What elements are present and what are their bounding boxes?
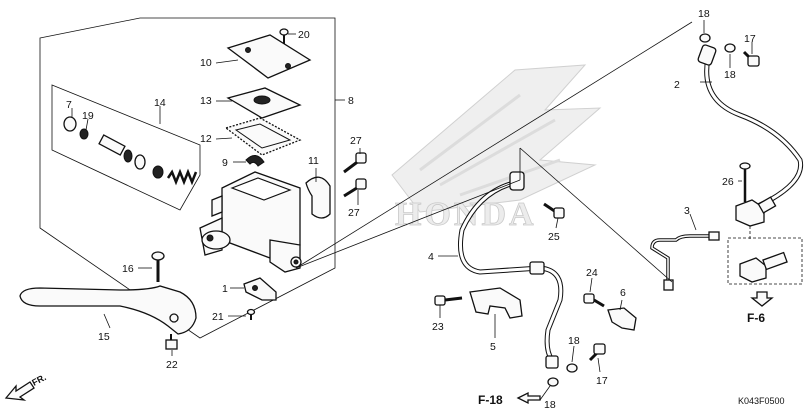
sealing-washer-icon [547, 377, 559, 387]
sealing-washer-icon [699, 33, 711, 43]
callout-13: 13 [200, 95, 212, 107]
lever-pivot-hole-icon [169, 313, 179, 323]
cap-screw-hole-icon [285, 63, 291, 69]
callout-11: 11 [308, 155, 319, 167]
oil-bolt-icon [588, 343, 606, 362]
callout-25: 25 [548, 231, 560, 243]
callout-19: 19 [82, 110, 94, 122]
callout-5: 5 [490, 341, 496, 353]
honda-wing-watermark: HONDA [391, 64, 602, 233]
callout-8: 8 [348, 95, 354, 107]
callout-21: 21 [212, 311, 224, 323]
callout-17: 17 [744, 33, 756, 45]
callout-16: 16 [122, 263, 134, 275]
hose-clamp [607, 307, 637, 331]
callout-6: 6 [620, 287, 626, 299]
callout-numbers: 20 10 13 12 9 8 11 27 27 7 19 14 16 1 21 15 22 18 2 17 18 26 3… [66, 8, 756, 411]
lever-holder [305, 176, 331, 219]
oil-bolt-icon [742, 50, 760, 67]
cap-screw-hole-icon [245, 47, 251, 53]
joint-inset-icon [739, 251, 788, 283]
holder-bolt-icon [343, 178, 367, 198]
switch-bracket [243, 277, 277, 320]
callout-15: 15 [98, 331, 110, 343]
callout-26: 26 [722, 176, 734, 188]
front-direction-label: FR. [30, 372, 47, 388]
sealing-washer-icon [724, 43, 736, 53]
callout-24: 24 [586, 267, 598, 279]
leader-lines [71, 20, 753, 401]
callout-27: 27 [348, 207, 360, 219]
inset-frame [727, 237, 803, 285]
hose-clamp-bracket [469, 287, 523, 319]
callout-12: 12 [200, 133, 212, 145]
pipe-fitting [663, 279, 674, 291]
brake-pipe [650, 234, 715, 284]
clamp-bolt-icon [543, 202, 565, 219]
master-cylinder-group-outline [39, 17, 336, 339]
clamp-bolt-icon [583, 293, 605, 308]
clamp-bolt-icon [434, 295, 463, 306]
brake-lever [19, 285, 197, 335]
f18-arrow-icon [516, 391, 541, 405]
pivot-bolt-icon [151, 251, 165, 282]
piston-kit [63, 116, 198, 186]
hose-clamp [529, 261, 545, 275]
callout-2: 2 [674, 79, 680, 91]
callout-3: 3 [684, 205, 690, 217]
callout-18: 18 [698, 8, 710, 20]
cap-screw-icon [279, 28, 289, 44]
hose-fitting [545, 355, 559, 369]
diaphragm-inner [234, 123, 292, 149]
callout-14: 14 [154, 97, 166, 109]
boot-icon [245, 155, 265, 167]
holder-bolt-icon [343, 152, 367, 174]
sealing-washer-icon [566, 363, 578, 373]
f6-arrow-icon [750, 291, 774, 307]
hose-fitting [697, 44, 717, 66]
callout-7: 7 [66, 99, 72, 111]
callout-17: 17 [596, 375, 608, 387]
callout-23: 23 [432, 321, 444, 333]
master-cylinder-body [199, 171, 302, 273]
callout-9: 9 [222, 157, 228, 169]
front-direction-arrow-icon [4, 381, 35, 401]
callout-18: 18 [568, 335, 580, 347]
diaphragm-boss [253, 95, 271, 105]
reservoir-cap [226, 34, 312, 79]
three-way-joint [735, 162, 777, 227]
pipe-fitting [708, 231, 720, 241]
diaphragm [224, 117, 302, 156]
callout-10: 10 [200, 57, 212, 69]
piston-kit-outline [51, 84, 201, 211]
callout-20: 20 [298, 29, 310, 41]
callout-22: 22 [166, 359, 178, 371]
reference-label-f6: F-6 [747, 311, 765, 325]
callout-27: 27 [350, 135, 362, 147]
callout-18: 18 [544, 399, 556, 411]
callout-1: 1 [222, 283, 228, 295]
diagram-code: K043F0500 [738, 396, 785, 406]
reference-label-f18: F-18 [478, 393, 503, 407]
pivot-nut-icon [165, 334, 178, 350]
callout-18: 18 [724, 69, 736, 81]
callout-4: 4 [428, 251, 434, 263]
